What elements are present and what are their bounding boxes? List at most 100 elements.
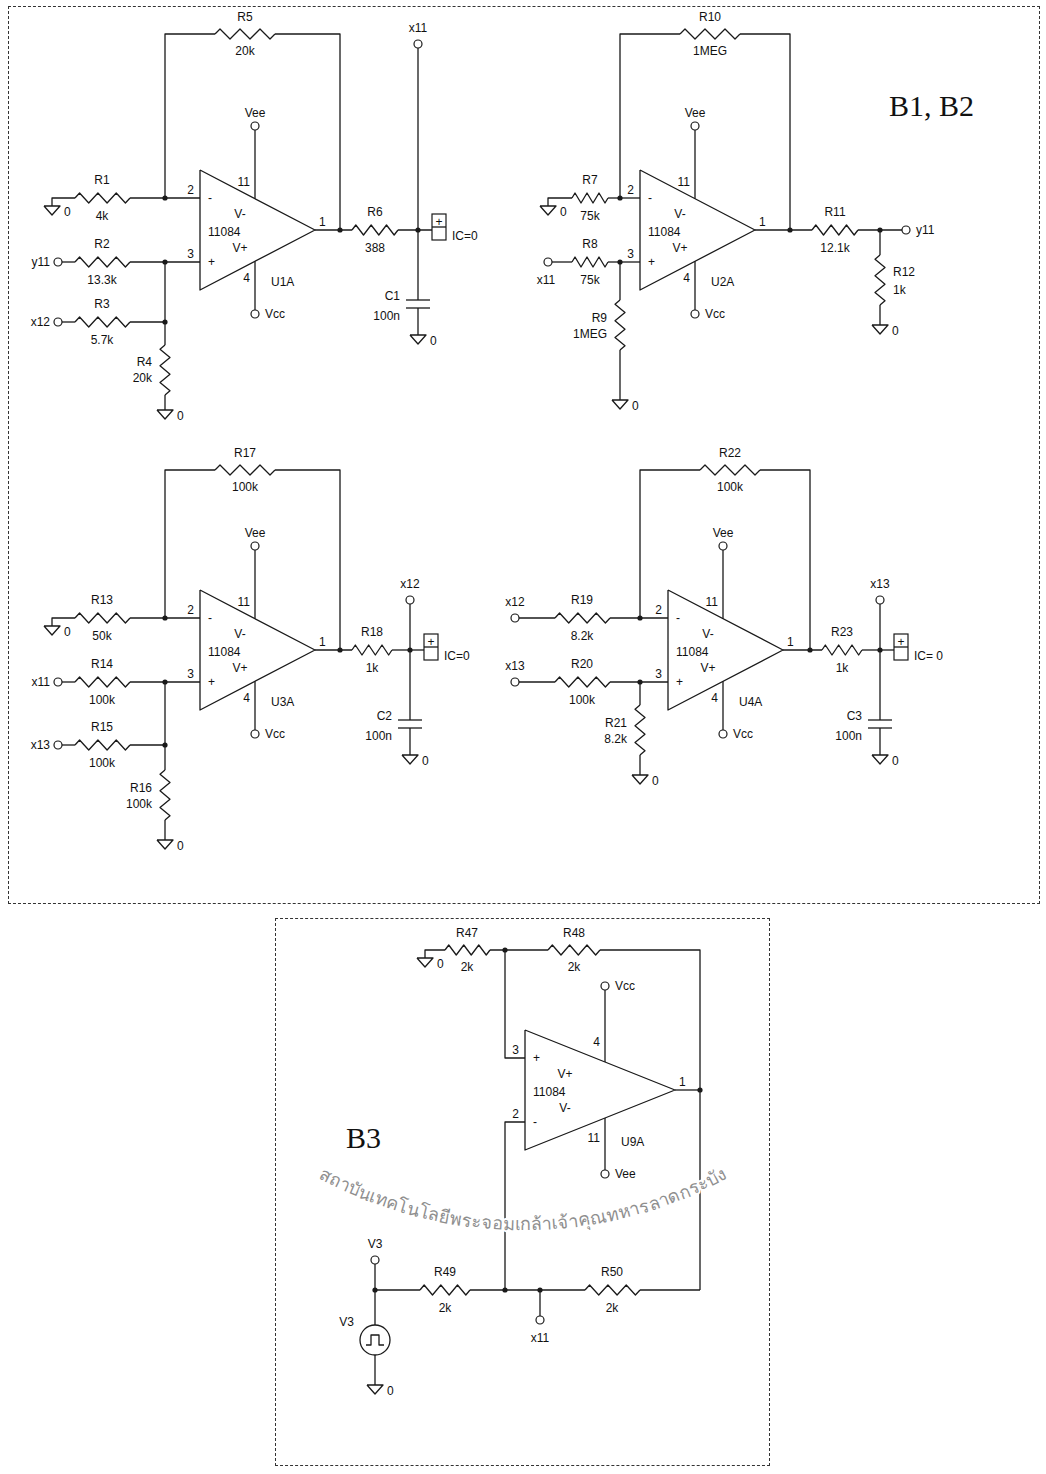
supply-wire xyxy=(604,990,605,1062)
wire xyxy=(539,1290,540,1316)
pin-terminal xyxy=(876,596,884,604)
schematic-label: R13 xyxy=(91,594,113,606)
schematic-label: R15 xyxy=(91,721,113,733)
schematic-label: 20k xyxy=(235,45,254,57)
supply-wire xyxy=(694,261,695,310)
schematic-label: x13 xyxy=(870,578,889,590)
wire xyxy=(640,470,700,618)
schematic-label: 0 xyxy=(430,335,437,347)
schematic-label: - xyxy=(533,1116,537,1128)
wire xyxy=(315,229,352,230)
wire xyxy=(62,261,75,262)
wire xyxy=(165,34,215,198)
schematic-label: 0 xyxy=(437,958,444,970)
schematic-label: R5 xyxy=(237,11,252,23)
wiring xyxy=(44,29,910,1394)
wire xyxy=(315,649,352,650)
pin-terminal xyxy=(719,542,727,550)
schematic-label: U2A xyxy=(711,276,734,288)
wire xyxy=(552,261,572,262)
ground-symbol xyxy=(632,775,648,784)
schematic-label: 8.2k xyxy=(604,733,627,745)
wire xyxy=(62,681,75,682)
ground-symbol xyxy=(402,755,418,764)
resistor-symbol xyxy=(700,465,760,475)
schematic-label: 11084 xyxy=(648,226,680,238)
wire xyxy=(52,198,75,206)
schematic-label: 2k xyxy=(461,961,474,973)
schematic-label: V- xyxy=(234,208,245,220)
schematic-label: R20 xyxy=(571,658,593,670)
pin-terminal xyxy=(414,40,422,48)
resistor-symbol xyxy=(572,193,608,203)
schematic-label: 100k xyxy=(126,798,152,810)
wire xyxy=(425,950,445,958)
schematic-label: 100n xyxy=(365,730,392,742)
supply-wire xyxy=(604,1118,605,1170)
resistor-symbol xyxy=(635,705,645,755)
schematic-label: 75k xyxy=(580,210,599,222)
wire xyxy=(639,755,640,775)
pin-terminal xyxy=(511,678,519,686)
schematic-label: R3 xyxy=(94,298,109,310)
resistor-symbol xyxy=(75,677,130,687)
schematic-label: V+ xyxy=(232,242,247,254)
resistor-symbol xyxy=(555,613,610,623)
schematic-label: 388 xyxy=(365,242,385,254)
schematic-label: R14 xyxy=(91,658,113,670)
schematic-label: R16 xyxy=(130,782,152,794)
schematic-label: 4 xyxy=(683,272,690,284)
supply-wire xyxy=(694,130,695,199)
wire xyxy=(620,34,680,198)
schematic-label: R48 xyxy=(563,927,585,939)
schematic-label: + xyxy=(427,636,434,648)
wire xyxy=(519,681,555,682)
resistor-symbol xyxy=(420,1285,470,1295)
wire xyxy=(409,650,410,720)
wire xyxy=(505,1122,525,1290)
wire xyxy=(417,230,418,300)
schematic-label: R49 xyxy=(434,1266,456,1278)
schematic-label: 11084 xyxy=(676,646,708,658)
schematic-label: R50 xyxy=(601,1266,623,1278)
ground-symbol xyxy=(157,840,173,849)
pin-terminal xyxy=(251,730,259,738)
schematic-label: - xyxy=(648,192,652,204)
schematic-label: 4k xyxy=(96,210,109,222)
schematic-label: IC=0 xyxy=(444,650,470,662)
schematic-label: 13.3k xyxy=(87,274,116,286)
schematic-label: Vcc xyxy=(705,308,725,320)
pin-terminal xyxy=(511,614,519,622)
ic-marker xyxy=(894,634,908,660)
wire xyxy=(409,604,410,650)
op-amp-symbol xyxy=(200,590,315,710)
schematic-label: V+ xyxy=(672,242,687,254)
schematic-label: Vee xyxy=(245,107,266,119)
schematic-label: + xyxy=(897,636,904,648)
wire xyxy=(740,34,790,230)
wire xyxy=(130,262,165,322)
wire xyxy=(374,1355,375,1385)
pin-terminal xyxy=(902,226,910,234)
wire xyxy=(783,649,822,650)
schematic-label: 1k xyxy=(366,662,379,674)
pin-terminal xyxy=(406,596,414,604)
resistor-symbol xyxy=(585,1285,640,1295)
resistor-symbol xyxy=(572,257,608,267)
schematic-label: x11 xyxy=(531,1332,549,1344)
pin-terminal xyxy=(601,1170,609,1178)
wire xyxy=(375,1289,420,1290)
schematic-label: C2 xyxy=(377,710,392,722)
schematic-label: 100k xyxy=(232,481,258,493)
schematic-label: 3 xyxy=(655,668,662,680)
wire xyxy=(164,395,165,410)
schematic-label: IC= 0 xyxy=(914,650,943,662)
wire xyxy=(164,820,165,840)
schematic-label: 3 xyxy=(187,668,194,680)
schematic-label: 100n xyxy=(835,730,862,742)
schematic-label: 11 xyxy=(706,596,718,608)
schematic-label: 2 xyxy=(655,604,662,616)
ground-symbol xyxy=(540,206,556,215)
resistor-symbol xyxy=(160,345,170,395)
